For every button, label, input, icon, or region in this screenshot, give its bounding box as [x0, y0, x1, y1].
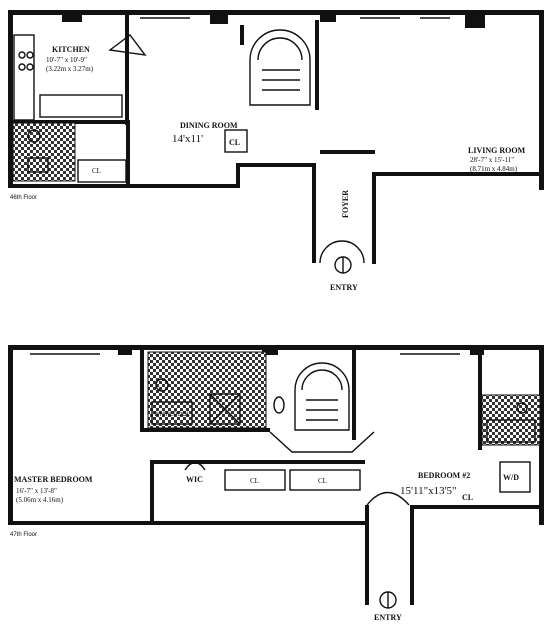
floor-47-plan — [8, 345, 544, 609]
master-dim: 16'-7" x 13'-8" — [16, 487, 57, 495]
east-wall — [539, 10, 544, 190]
closet-47-a — [224, 469, 286, 491]
living-dim: 28'-7" x 15'-11" — [470, 156, 514, 164]
whirlpool-tub — [151, 401, 193, 425]
south-wall-west — [8, 184, 238, 188]
whirlpool-label: WHIRLPOOL — [154, 412, 191, 418]
floor-47-caption: 47th Floor — [10, 532, 37, 538]
sink-47 — [273, 396, 285, 414]
dining-closet-label: CL — [229, 138, 240, 147]
foyer-east-wall — [372, 172, 376, 264]
bedroom2-dim: 15'11"x13'5" — [400, 485, 457, 497]
closet-47-a-label: CL — [250, 477, 259, 485]
north-wall — [8, 10, 544, 15]
dining-label: DINING ROOM — [180, 121, 238, 130]
closet-46-box — [77, 159, 127, 183]
foyer-west-wall — [312, 163, 316, 263]
bedroom2-label: BEDROOM #2 — [418, 471, 470, 480]
spiral-stair-47 — [294, 362, 350, 431]
wd-label: W/D — [503, 473, 519, 482]
wic-label: WIC — [186, 475, 203, 484]
master-dim-metric: (5.06m x 4.16m) — [16, 496, 64, 504]
living-label: LIVING ROOM — [468, 146, 526, 155]
spiral-stair — [249, 29, 311, 106]
dining-closet-box — [224, 129, 248, 153]
master-bath-tiles — [147, 351, 267, 429]
closet-47-b — [289, 469, 361, 491]
entry-door-46 — [319, 240, 365, 264]
floor-46-caption: 46th Floor — [10, 195, 37, 201]
living-dim-metric: (8.71m x 4.84m) — [470, 165, 518, 173]
master-label: MASTER BEDROOM — [14, 475, 93, 484]
west-wall — [8, 10, 13, 188]
closet-47-c-label: CL — [462, 493, 473, 502]
kitchen-label: KITCHEN — [52, 45, 90, 54]
closet-46-label: CL — [92, 167, 101, 175]
washer-dryer — [499, 461, 531, 493]
entry-47-label: ENTRY — [374, 613, 402, 622]
closet-47-b-label: CL — [318, 477, 327, 485]
dining-dim: 14'x11' — [172, 133, 203, 145]
entry-46-label: ENTRY — [330, 283, 358, 292]
south-wall-east — [372, 172, 544, 176]
floor-46-plan — [8, 10, 544, 274]
kitchen-dim: 10'-7" x 10'-9" — [46, 56, 87, 64]
kitchen-dim-metric: (3.22m x 3.27m) — [46, 65, 94, 73]
kitchen-counter — [13, 34, 35, 121]
foyer-label: FOYER — [341, 190, 350, 218]
